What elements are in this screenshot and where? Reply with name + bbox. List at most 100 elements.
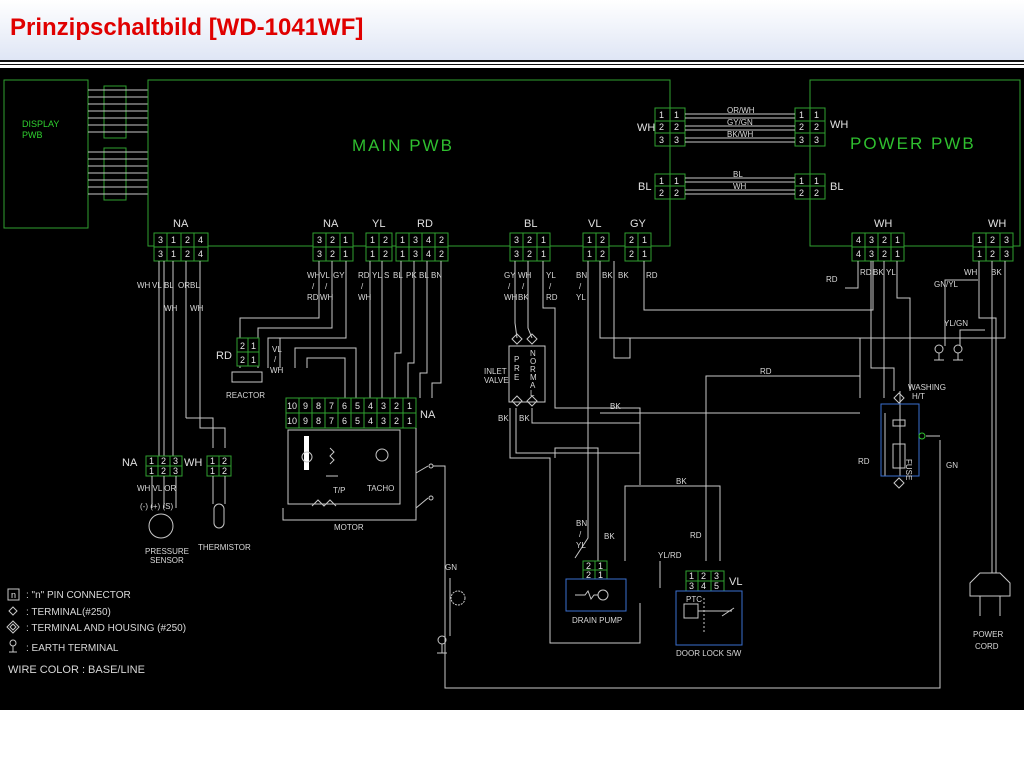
washing-ht-label-2: H/T: [912, 392, 925, 401]
legend-terminal-housing: : TERMINAL AND HOUSING (#250): [26, 623, 186, 634]
earth-terminals-right: [934, 344, 963, 361]
svg-text:1: 1: [659, 176, 664, 186]
svg-text:3: 3: [674, 135, 679, 145]
svg-text:10: 10: [287, 416, 297, 426]
svg-text:2: 2: [185, 249, 190, 259]
svg-text:1: 1: [598, 570, 603, 580]
svg-text:1: 1: [370, 235, 375, 245]
yl-wire-wh: WH: [358, 293, 372, 302]
display-pwb-label-1: DISPLAY: [22, 119, 59, 129]
svg-text:1: 1: [149, 456, 154, 466]
svg-text:1: 1: [343, 235, 348, 245]
svg-text:5: 5: [714, 581, 719, 591]
svg-text:1: 1: [407, 416, 412, 426]
connector-label-na-2: NA: [323, 218, 339, 230]
reactor-wire-vl: VL: [272, 345, 282, 354]
inlet-normal-l: L: [530, 389, 535, 398]
svg-text:2: 2: [674, 122, 679, 132]
svg-text:2: 2: [799, 122, 804, 132]
svg-text:1: 1: [674, 110, 679, 120]
svg-text:1: 1: [149, 466, 154, 476]
ptc-label: PTC: [686, 595, 702, 604]
svg-text:1: 1: [171, 249, 176, 259]
svg-text:2: 2: [990, 249, 995, 259]
bl-wire-slash3: /: [549, 282, 552, 291]
svg-text:2: 2: [674, 188, 679, 198]
svg-text:1: 1: [251, 341, 256, 351]
svg-text:9: 9: [303, 401, 308, 411]
svg-text:1: 1: [210, 456, 215, 466]
washing-ht-label-1: WASHING: [908, 383, 946, 392]
wh-power-wire-rd2: RD: [826, 275, 838, 284]
svg-text:2: 2: [394, 401, 399, 411]
wire-label-bk-mid-2: BK: [604, 532, 615, 541]
svg-text:4: 4: [368, 416, 373, 426]
inlet-valve-component: [508, 333, 546, 407]
vl-wire-bk: BK: [602, 271, 613, 280]
connector-label-wh-thermistor: WH: [184, 457, 202, 469]
gy-wire-rd: RD: [646, 271, 658, 280]
rd-wire-pk: PK: [406, 271, 417, 280]
door-lock-component: [675, 590, 743, 646]
svg-text:9: 9: [303, 416, 308, 426]
svg-text:7: 7: [329, 416, 334, 426]
wire-label-yl-gn: YL/GN: [944, 319, 968, 328]
drain-yl: YL: [576, 541, 586, 550]
svg-text:3: 3: [659, 135, 664, 145]
svg-text:3: 3: [814, 135, 819, 145]
wire-label-bk-valve-1: BK: [498, 414, 509, 423]
svg-text:4: 4: [198, 249, 203, 259]
svg-text:1: 1: [642, 249, 647, 259]
na2-wire-wh2: WH: [320, 293, 334, 302]
svg-text:1: 1: [541, 249, 546, 259]
svg-text:1: 1: [799, 176, 804, 186]
wire-label-gn-right: GN: [946, 461, 958, 470]
svg-text:1: 1: [370, 249, 375, 259]
wire-label-or-wh: OR/WH: [727, 106, 755, 115]
pressure-sensor-label-1: PRESSURE: [145, 547, 189, 556]
middle-harness-wires: [509, 261, 1006, 644]
connector-label-na-1: NA: [173, 218, 189, 230]
svg-text:1: 1: [977, 249, 982, 259]
svg-text:3: 3: [514, 249, 519, 259]
na1-wire-bl2: BL: [190, 281, 200, 290]
na2-wire-rd: RD: [307, 293, 319, 302]
inlet-pre-e: E: [514, 373, 519, 382]
power-pwb-board: [809, 79, 1021, 247]
connector-label-vl: VL: [588, 218, 601, 230]
svg-text:2: 2: [629, 235, 634, 245]
na1-wire-wh3: WH: [190, 304, 204, 313]
yl-wire-rd: RD: [358, 271, 370, 280]
wire-label-gn-left: GN: [445, 563, 457, 572]
legend-pin-box: n: [11, 590, 16, 600]
inlet-valve-label-1: INLET: [484, 367, 507, 376]
bl-wire-yl: YL: [546, 271, 556, 280]
power-cord-plug: [969, 572, 1011, 616]
svg-text:3: 3: [173, 466, 178, 476]
svg-text:2: 2: [799, 188, 804, 198]
svg-text:2: 2: [600, 235, 605, 245]
bl-wire-rd: RD: [546, 293, 558, 302]
inlet-pre-p: P: [514, 355, 519, 364]
bl-wire-bk: BK: [518, 293, 529, 302]
svg-text:2: 2: [161, 456, 166, 466]
wire-label-bk-drain: BK: [676, 477, 687, 486]
svg-text:1: 1: [251, 355, 256, 365]
svg-text:2: 2: [814, 188, 819, 198]
svg-text:2: 2: [701, 571, 706, 581]
svg-text:5: 5: [355, 401, 360, 411]
bl-wire-wh2: WH: [504, 293, 518, 302]
na2-wire-gy: GY: [333, 271, 345, 280]
yl-wire-slash: /: [361, 282, 364, 291]
na2-wire-wh: WH: [307, 271, 321, 280]
na2-wire-slash1: /: [312, 282, 315, 291]
svg-text:2: 2: [882, 235, 887, 245]
na2-wire-vl: VL: [320, 271, 330, 280]
pressure-sensor-body: [148, 476, 177, 539]
bl-wire-slash2: /: [522, 282, 525, 291]
